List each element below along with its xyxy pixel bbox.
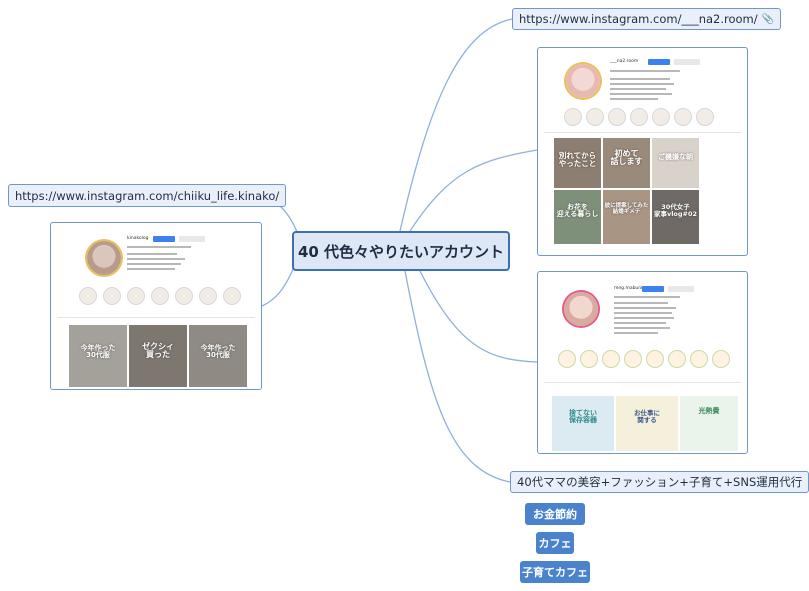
follow-button <box>642 286 664 292</box>
post-tile: 別れてから やったこと <box>554 138 601 188</box>
branch-label-mama <box>404 270 511 483</box>
tag-cafe[interactable]: カフェ <box>536 532 574 554</box>
highlight <box>223 287 241 305</box>
url-node-kinako-label: https://www.instagram.com/chiiku_life.ki… <box>15 188 280 203</box>
profile-handle: ___na2.room <box>610 59 639 64</box>
branch-card-kinako <box>261 261 297 307</box>
highlight <box>564 108 582 126</box>
card-kinako[interactable]: kinakolog 今年作った 30代服 ゼクシィ 買った 今年作った 30代服 <box>50 222 262 390</box>
follow-button <box>648 59 670 65</box>
highlight <box>127 287 145 305</box>
avatar <box>87 241 121 275</box>
highlight <box>630 108 648 126</box>
post-tile: 初めて 話します <box>603 138 650 188</box>
central-topic-label: 40 代色々やりたいアカウント <box>297 242 505 261</box>
url-node-na2-label: https://www.instagram.com/___na2.room/ <box>519 12 758 26</box>
topic-node-mama-label: 40代ママの美容+ファッション+子育て+SNS運用代行 <box>517 475 803 489</box>
message-button <box>179 236 205 242</box>
post-tile: ご機嫌な朝 <box>652 138 699 188</box>
highlight <box>79 287 97 305</box>
avatar <box>566 64 600 98</box>
instagram-profile-mama: meg.mabuni 捨てない 保存容器 お仕事に 関する 光熱費 <box>544 278 741 451</box>
tag-kosodate-cafe[interactable]: 子育てカフェ <box>520 561 590 583</box>
post-tile: 捨てない 保存容器 <box>552 396 614 451</box>
avatar <box>564 292 598 326</box>
post-tile: 今年作った 30代服 <box>189 325 247 387</box>
message-button <box>668 286 694 292</box>
branch-card-na2 <box>409 149 538 232</box>
url-node-kinako[interactable]: https://www.instagram.com/chiiku_life.ki… <box>8 184 287 207</box>
highlight <box>624 350 642 368</box>
profile-handle: kinakolog <box>127 236 149 241</box>
branch-card-mama <box>419 270 538 363</box>
highlight <box>712 350 730 368</box>
topic-node-mama[interactable]: 40代ママの美容+ファッション+子育て+SNS運用代行 <box>510 471 809 493</box>
highlight <box>558 350 576 368</box>
highlight <box>103 287 121 305</box>
profile-handle: meg.mabuni <box>614 286 643 291</box>
highlight <box>646 350 664 368</box>
instagram-profile-na2: ___na2.room 別れてから やったこと 初めて 話します ご機嫌な朝 お… <box>544 54 741 249</box>
tag-kosodate-cafe-label: 子育てカフェ <box>522 566 588 579</box>
post-tile: 彼に提案してみた 結婚ギメテ <box>603 190 650 244</box>
highlight <box>199 287 217 305</box>
post-tile: 30代女子 家事vlog#02 <box>652 190 699 244</box>
highlight <box>690 350 708 368</box>
tag-cafe-label: カフェ <box>538 537 572 550</box>
follow-button <box>153 236 175 242</box>
post-tile: お花を 迎える暮らし <box>554 190 601 244</box>
highlight <box>668 350 686 368</box>
instagram-profile-kinako: kinakolog 今年作った 30代服 ゼクシィ 買った 今年作った 30代服 <box>57 229 255 387</box>
central-topic[interactable]: 40 代色々やりたいアカウント <box>292 231 510 271</box>
highlight <box>151 287 169 305</box>
highlight <box>608 108 626 126</box>
highlight <box>586 108 604 126</box>
message-button <box>674 59 700 65</box>
post-tile: ゼクシィ 買った <box>129 325 187 387</box>
tag-okane-label: お金節約 <box>533 508 577 521</box>
post-tile: 今年作った 30代服 <box>69 325 127 387</box>
tag-okane[interactable]: お金節約 <box>525 503 585 525</box>
paperclip-icon: 📎 <box>761 13 775 25</box>
highlight <box>580 350 598 368</box>
highlight <box>602 350 620 368</box>
url-node-na2[interactable]: https://www.instagram.com/___na2.room/ 📎 <box>512 8 782 30</box>
highlight <box>696 108 714 126</box>
highlight <box>652 108 670 126</box>
branch-url-right <box>399 18 513 232</box>
post-tile: お仕事に 関する <box>616 396 678 451</box>
card-na2[interactable]: ___na2.room 別れてから やったこと 初めて 話します ご機嫌な朝 お… <box>537 47 748 256</box>
highlight <box>674 108 692 126</box>
card-mama[interactable]: meg.mabuni 捨てない 保存容器 お仕事に 関する 光熱費 <box>537 271 748 454</box>
highlight <box>175 287 193 305</box>
post-tile: 光熱費 <box>680 396 738 451</box>
